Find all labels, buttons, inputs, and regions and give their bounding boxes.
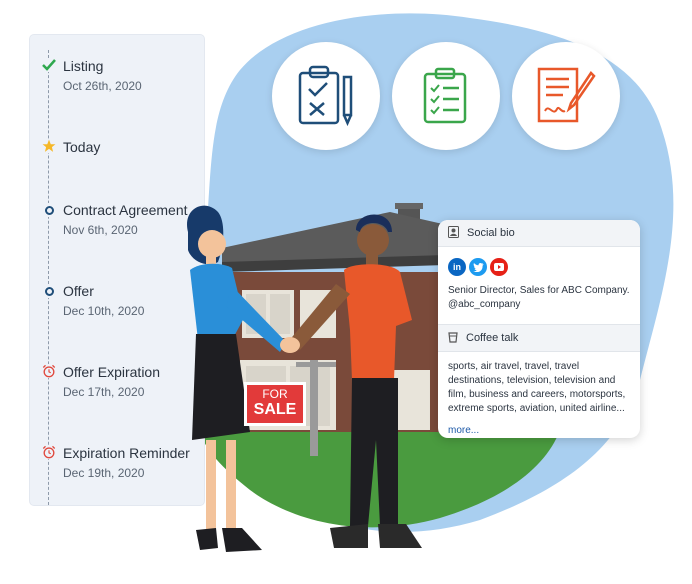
timeline-item-date: Dec 17th, 2020	[63, 385, 145, 399]
clipboard-vote-badge	[272, 42, 380, 150]
signed-document-icon	[537, 67, 596, 123]
circle-icon	[42, 284, 56, 298]
alarm-clock-icon	[42, 445, 56, 459]
circle-icon	[42, 203, 56, 217]
timeline-item-title: Contract Agreement	[63, 202, 188, 218]
coffee-talk-header: Coffee talk	[438, 324, 640, 352]
for-sale-sign: FOR SALE	[244, 382, 306, 426]
twitter-icon[interactable]	[469, 258, 487, 276]
checklist-icon	[423, 67, 467, 124]
timeline-item-title: Expiration Reminder	[63, 445, 190, 461]
bio-title-text: Senior Director, Sales for ABC Company.	[448, 285, 630, 296]
bio-handle: @abc_company	[448, 299, 521, 310]
social-bio-title: Social bio	[467, 227, 515, 239]
timeline-item-date: Dec 19th, 2020	[63, 466, 145, 480]
timeline-item-title: Today	[63, 139, 101, 155]
clipboard-vote-icon	[298, 65, 353, 127]
alarm-clock-icon	[42, 364, 56, 378]
timeline-item-date: Nov 6th, 2020	[63, 223, 138, 237]
linkedin-icon[interactable]: in	[448, 258, 466, 276]
timeline-item-date: Oct 26th, 2020	[63, 79, 142, 93]
timeline-item-date: Dec 10th, 2020	[63, 304, 145, 318]
more-link[interactable]: more...	[448, 425, 480, 436]
timeline-panel	[30, 35, 204, 505]
youtube-icon[interactable]	[490, 258, 508, 276]
sign-line-2: SALE	[253, 401, 297, 418]
checklist-badge	[392, 42, 500, 150]
coffee-talk-title: Coffee talk	[466, 332, 519, 344]
timeline-connector	[48, 50, 49, 505]
social-bio-body: in Senior Director, Sales for ABC Compan…	[438, 247, 640, 320]
timeline-item-title: Listing	[63, 58, 104, 74]
timeline-item-title: Offer	[63, 283, 94, 299]
social-links: in	[448, 258, 630, 276]
signed-document-badge	[512, 42, 620, 150]
interests-text: sports, air travel, travel, travel desti…	[448, 361, 626, 414]
coffee-talk-body: sports, air travel, travel, travel desti…	[438, 352, 640, 438]
sign-line-1: FOR	[262, 387, 288, 401]
social-bio-header: Social bio	[438, 220, 640, 247]
social-bio-card: Social bio in Senior Director, Sales for…	[438, 220, 640, 438]
check-icon	[42, 58, 56, 72]
coffee-cup-icon	[448, 331, 458, 346]
star-icon	[42, 139, 56, 153]
timeline-item-title: Offer Expiration	[63, 364, 161, 380]
contact-card-icon	[448, 225, 459, 241]
